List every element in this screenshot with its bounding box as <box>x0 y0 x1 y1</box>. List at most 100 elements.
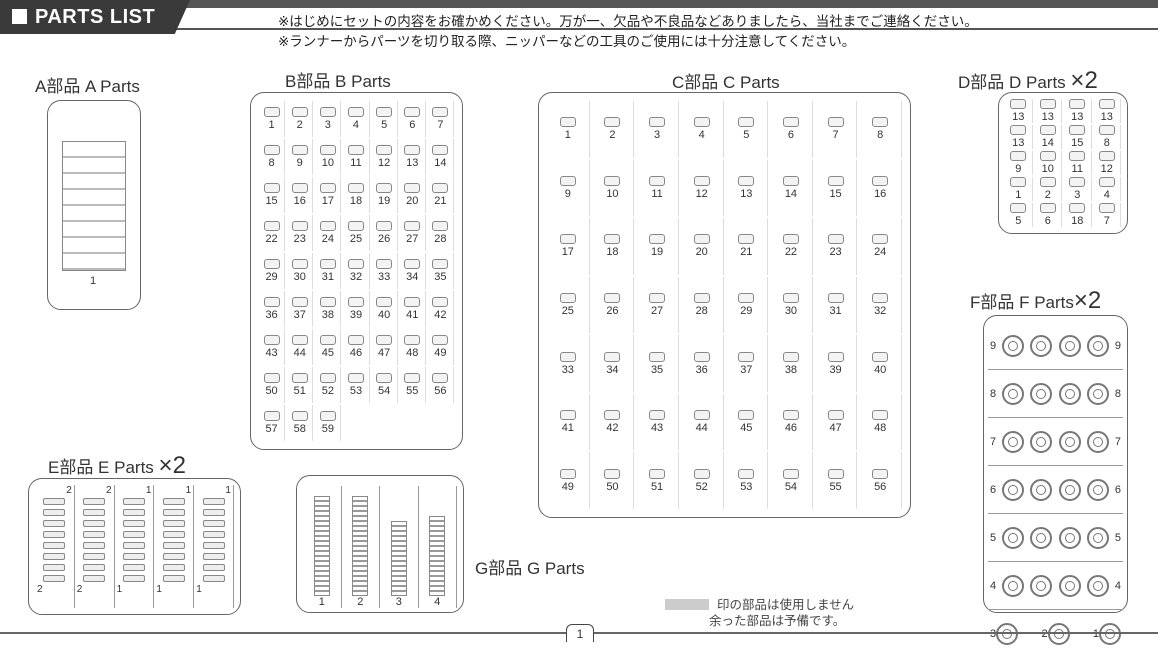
part-drawing <box>376 297 393 307</box>
part-cell: 29 <box>726 276 769 334</box>
part-cell: 47 <box>372 329 398 365</box>
quantity-multiplier: ×2 <box>1070 67 1098 94</box>
part-cell: 34 <box>592 335 635 392</box>
part-cell: 33 <box>547 335 590 392</box>
track-link-drawing <box>202 564 225 571</box>
parts-list-heading: PARTS LIST <box>0 0 190 34</box>
track-link-drawing <box>122 520 145 527</box>
part-number: 35 <box>650 363 664 376</box>
section-title-c: C部品 C Parts <box>672 73 780 92</box>
track-link-drawing <box>122 509 145 516</box>
part-drawing <box>1098 99 1115 109</box>
part-number: 24 <box>321 233 334 245</box>
part-cell: 12 <box>681 159 724 217</box>
part-drawing <box>376 259 393 269</box>
part-number: 53 <box>349 385 363 397</box>
part-number: 13 <box>1100 111 1113 123</box>
part-drawing <box>559 292 576 303</box>
track-link-drawing <box>122 553 145 560</box>
part-cell: 16 <box>859 159 902 217</box>
part-cell: 7 <box>815 101 858 158</box>
track-link-drawing <box>83 531 106 538</box>
part-number: 1 <box>196 584 202 595</box>
part-drawing <box>693 117 710 128</box>
part-cell: 5 <box>1005 203 1033 227</box>
part-cell: 28 <box>428 215 454 251</box>
part-drawing <box>376 183 393 193</box>
part-number: 44 <box>695 422 708 435</box>
part-number: 13 <box>1012 137 1025 149</box>
part-number: 36 <box>265 309 278 321</box>
part-number: 2 <box>1044 189 1051 201</box>
part-drawing <box>376 373 393 383</box>
part-drawing <box>263 145 280 155</box>
part-cell: 11 <box>343 139 370 175</box>
part-number: 36 <box>695 363 708 376</box>
part-number: 1 <box>116 584 123 595</box>
part-number: 26 <box>378 233 391 245</box>
part-cell: 5 <box>372 101 398 137</box>
part-number: 3 <box>1074 189 1081 201</box>
part-number: 54 <box>784 480 798 493</box>
track-drawing <box>429 516 446 596</box>
part-number: 35 <box>434 271 447 283</box>
part-drawing <box>347 335 364 345</box>
part-cell: 19 <box>372 177 398 213</box>
part-drawing <box>872 292 889 303</box>
part-number: 28 <box>695 304 708 317</box>
part-drawing <box>376 107 393 117</box>
part-number: 8 <box>1114 387 1121 400</box>
part-number: 21 <box>740 246 753 259</box>
part-cell: 18 <box>1064 203 1092 227</box>
sprocket-cell: 2 <box>1041 623 1070 645</box>
part-cell: 17 <box>547 218 590 275</box>
parts-list-title: PARTS LIST <box>35 6 156 28</box>
part-number: 23 <box>829 246 842 259</box>
part-drawing <box>827 410 844 421</box>
part-number: 47 <box>378 347 391 359</box>
part-drawing <box>604 117 621 128</box>
part-cell: 10 <box>315 139 342 175</box>
part-number: 1 <box>156 584 162 595</box>
part-drawing <box>347 259 364 269</box>
part-number: 15 <box>1071 137 1084 149</box>
part-drawing <box>827 468 844 479</box>
part-drawing <box>404 259 421 269</box>
part-drawing <box>604 468 621 479</box>
part-cell: 43 <box>636 393 679 451</box>
part-cell: 21 <box>726 218 769 275</box>
part-cell: 13 <box>1005 99 1033 123</box>
part-number: 41 <box>406 309 419 321</box>
part-number: 29 <box>740 304 753 317</box>
part-cell: 8 <box>859 101 902 158</box>
part-drawing <box>347 373 364 383</box>
part-cell: 20 <box>400 177 426 213</box>
part-number: 13 <box>406 157 419 169</box>
part-number: 1 <box>318 596 325 608</box>
part-cell: 12 <box>1094 151 1121 175</box>
part-number: 27 <box>650 304 664 317</box>
part-number: 19 <box>378 195 391 207</box>
part-cell: 45 <box>315 329 342 365</box>
part-number: 10 <box>321 157 334 169</box>
part-number: 2 <box>1041 628 1048 640</box>
note-line: 印の部品は使用しません <box>717 597 855 612</box>
part-drawing <box>319 297 336 307</box>
part-number: 8 <box>877 129 884 142</box>
part-number: 45 <box>740 422 753 435</box>
part-number: 27 <box>406 233 419 245</box>
part-number: 7 <box>990 435 997 448</box>
part-drawing <box>693 292 710 303</box>
part-number: 2 <box>296 119 303 131</box>
part-number: 31 <box>321 271 334 283</box>
part-cell: 57 <box>259 405 286 441</box>
part-cell: 24 <box>315 215 342 251</box>
part-number: 32 <box>874 304 887 317</box>
part-cell: 26 <box>372 215 398 251</box>
section-title-d: D部品 D Parts ×2 <box>958 67 1098 95</box>
part-number: 46 <box>349 347 363 359</box>
part-number: 16 <box>874 187 887 200</box>
